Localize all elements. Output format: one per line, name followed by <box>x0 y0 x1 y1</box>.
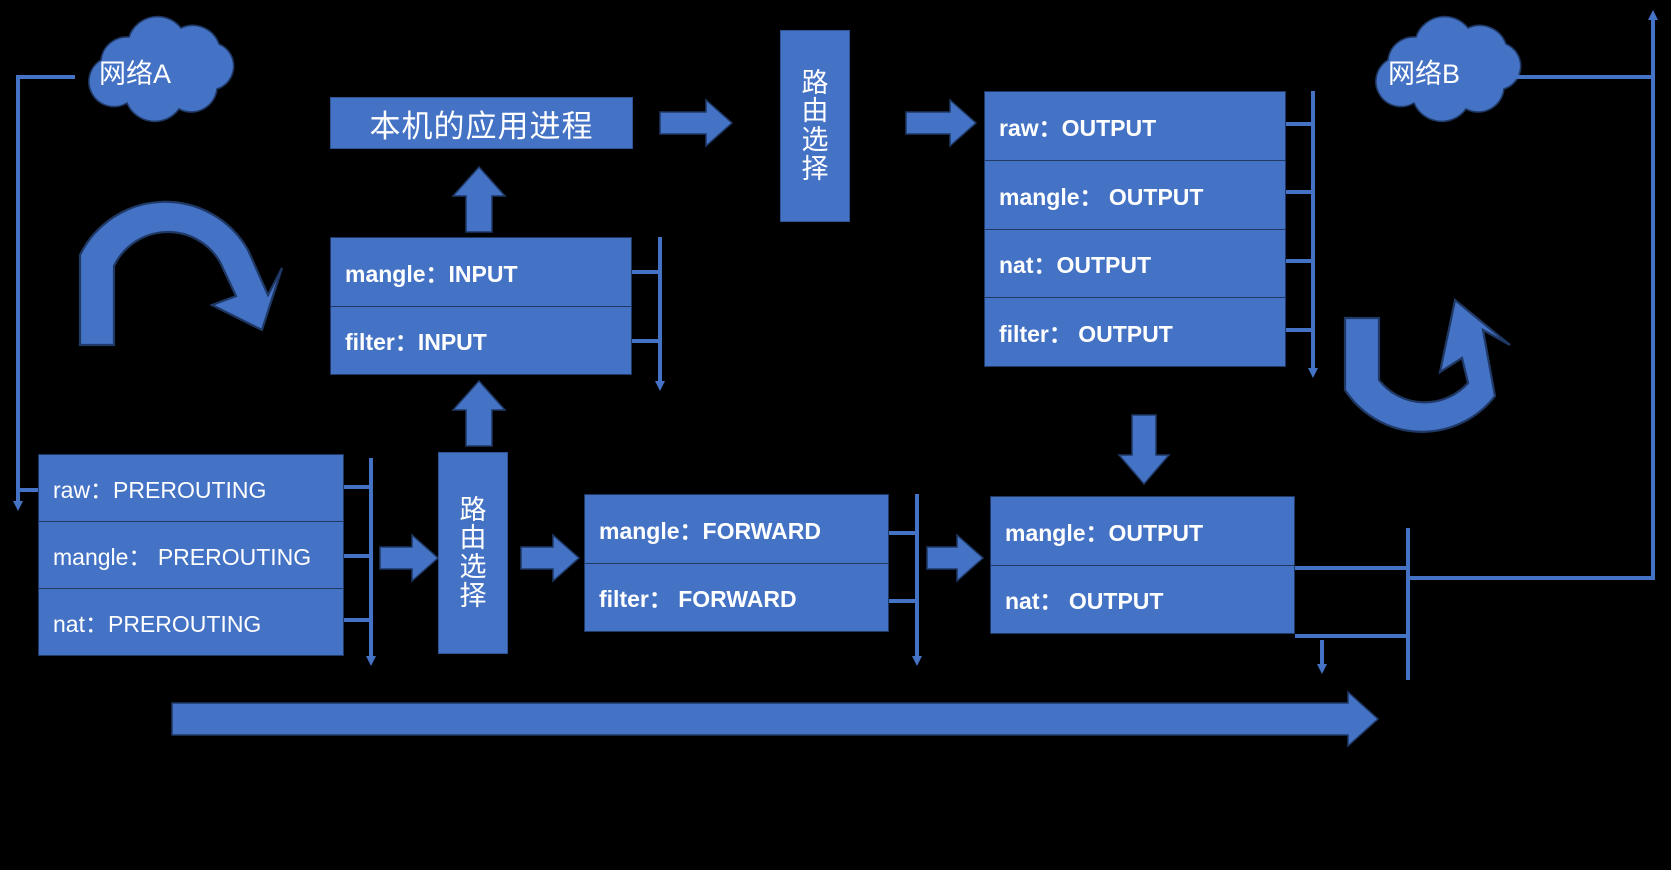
line-postrouting-to-cloud-b <box>1408 22 1655 580</box>
chain-row[interactable]: nat： OUTPUT <box>1005 588 1164 615</box>
bracket-forward-chain <box>889 494 919 630</box>
routing-bottom-char-1: 由 <box>459 523 487 554</box>
arrow-app-to-routing <box>659 98 734 148</box>
app-process-box[interactable]: 本机的应用进程 <box>330 97 633 149</box>
arrow-bottom-flow <box>171 690 1380 748</box>
arrow-input-to-app <box>451 165 507 233</box>
chain-row[interactable]: mangle：INPUT <box>331 238 631 307</box>
cloud-label-network-b: 网络B <box>1388 59 1461 89</box>
routing-selection-bottom[interactable]: 路 由 选 择 <box>438 452 508 654</box>
bracket-prerouting-chain <box>344 458 373 642</box>
chain-row[interactable]: nat：PREROUTING <box>53 611 262 637</box>
curved-arrow-loopback-left <box>78 200 284 347</box>
routing-top-char-1: 由 <box>801 96 829 127</box>
curved-arrow-loopback-right <box>1343 298 1511 433</box>
arrow-routing-to-forward <box>520 533 581 583</box>
routing-top-char-2: 选 <box>801 125 829 155</box>
arrow-forward-to-postrouting <box>926 533 985 583</box>
chain-row[interactable]: raw：PREROUTING <box>39 455 343 522</box>
routing-bottom-char-3: 择 <box>459 580 487 611</box>
chain-row[interactable]: mangle： OUTPUT <box>985 161 1285 230</box>
line-cloud-a-to-prerouting <box>16 75 75 492</box>
output-chain[interactable]: raw：OUTPUT mangle： OUTPUT nat：OUTPUT fil… <box>984 91 1286 367</box>
prerouting-chain[interactable]: raw：PREROUTING mangle： PREROUTING nat：PR… <box>38 454 344 656</box>
chain-row[interactable]: mangle： PREROUTING <box>39 522 343 589</box>
cloud-label-network-a: 网络A <box>99 59 172 89</box>
arrow-routing-to-output <box>905 98 978 148</box>
chain-row[interactable]: filter：INPUT <box>345 329 487 356</box>
routing-bottom-char-0: 路 <box>459 494 487 525</box>
chain-row[interactable]: filter： FORWARD <box>599 586 797 613</box>
arrow-prerouting-to-input <box>451 379 507 447</box>
arrow-prerouting-to-routing <box>379 533 440 583</box>
bracket-postrouting-chain <box>1295 528 1410 680</box>
routing-top-char-0: 路 <box>801 67 829 98</box>
chain-row[interactable]: nat：OUTPUT <box>985 230 1285 299</box>
routing-bottom-char-2: 选 <box>459 552 487 582</box>
chain-row[interactable]: raw：OUTPUT <box>985 92 1285 161</box>
chain-row[interactable]: mangle：FORWARD <box>585 495 888 564</box>
forward-chain[interactable]: mangle：FORWARD filter： FORWARD <box>584 494 889 632</box>
bracket-output-chain <box>1286 91 1315 350</box>
input-chain[interactable]: mangle：INPUT filter：INPUT <box>330 237 632 375</box>
postrouting-chain[interactable]: mangle：OUTPUT nat： OUTPUT <box>990 496 1295 634</box>
routing-selection-top[interactable]: 路 由 选 择 <box>780 30 850 222</box>
cloud-network-b <box>1375 15 1522 123</box>
app-process-label: 本机的应用进程 <box>369 108 594 144</box>
chain-row[interactable]: mangle：OUTPUT <box>991 497 1294 566</box>
arrow-output-to-postrouting <box>1117 414 1171 486</box>
bracket-input-chain <box>632 237 662 375</box>
chain-row[interactable]: filter： OUTPUT <box>999 321 1173 348</box>
routing-top-char-3: 择 <box>801 153 829 184</box>
cloud-network-a <box>88 15 235 123</box>
